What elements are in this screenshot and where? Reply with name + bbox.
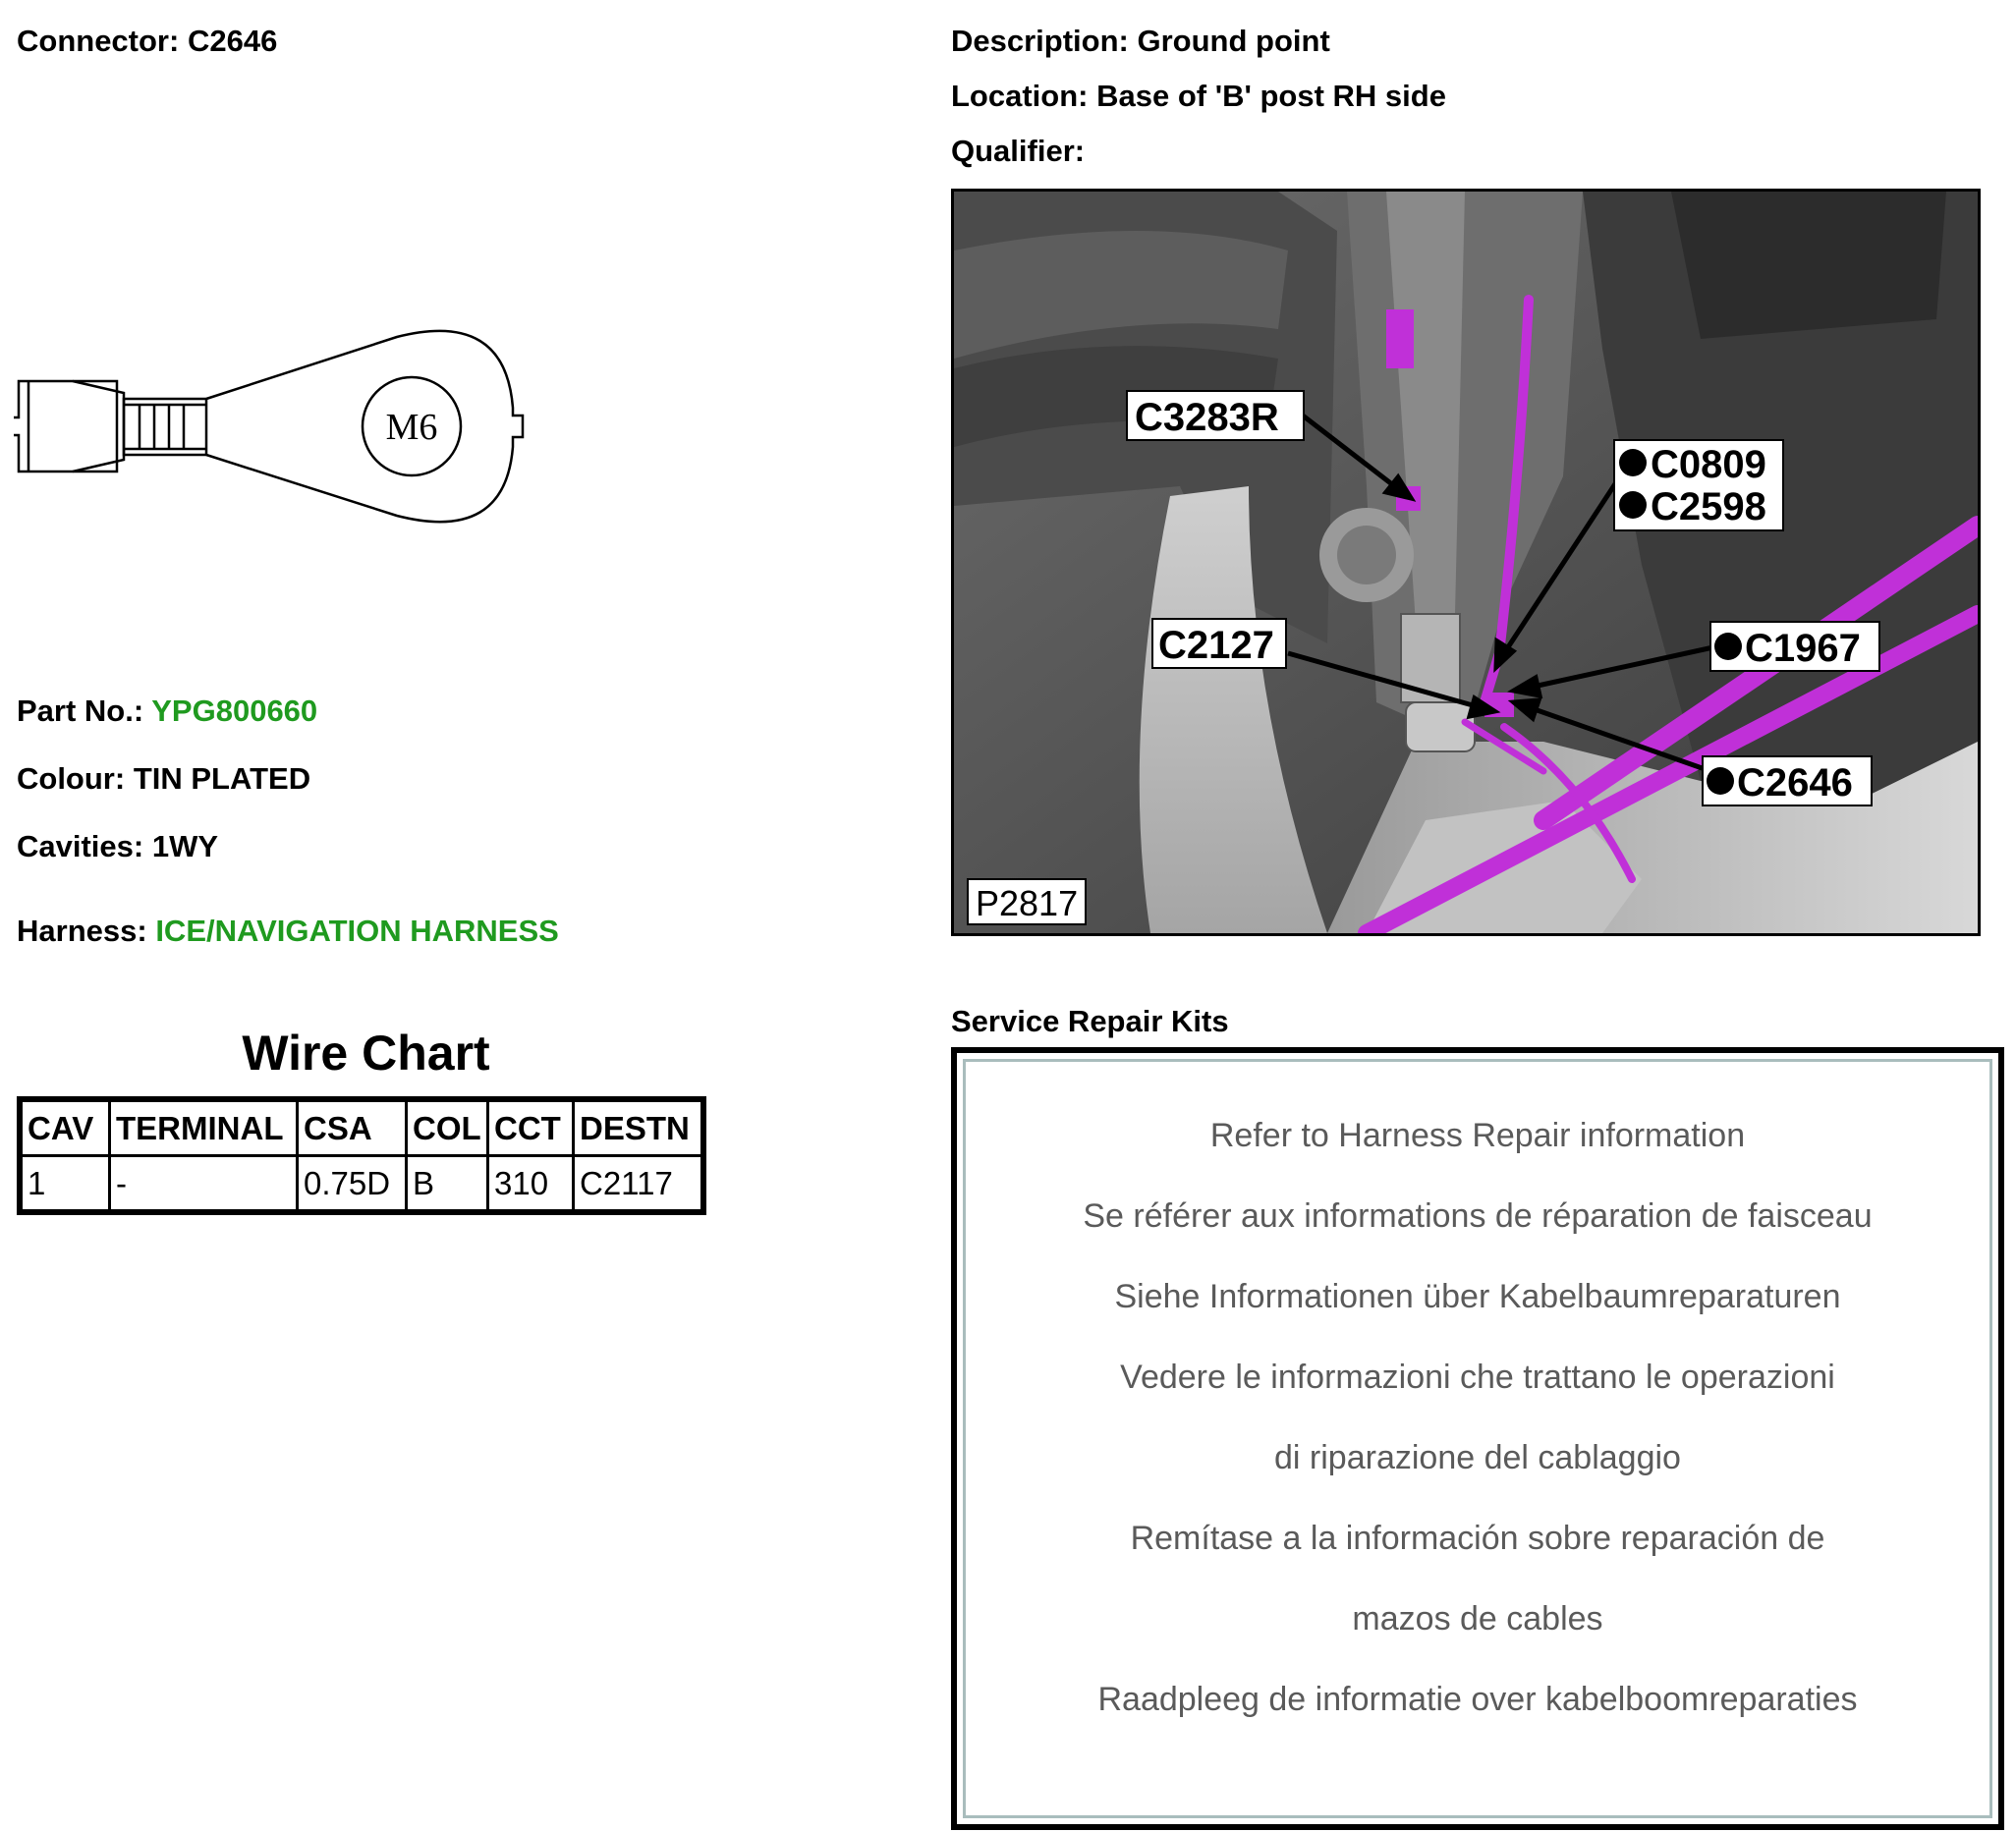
- qualifier-label: Qualifier:: [951, 134, 1086, 168]
- service-repair-kits-box: Refer to Harness Repair information Se r…: [951, 1047, 2004, 1830]
- harness-value[interactable]: ICE/NAVIGATION HARNESS: [155, 914, 559, 948]
- srk-line: mazos de cables: [1352, 1600, 1603, 1638]
- colour-field: Colour: TIN PLATED: [17, 761, 310, 797]
- srk-line: Refer to Harness Repair information: [1209, 1117, 1746, 1154]
- bolt-size-text: M6: [386, 407, 438, 448]
- callout-c2127: C2127: [1158, 624, 1274, 667]
- service-repair-kits-title: Service Repair Kits: [951, 1004, 1229, 1038]
- cell-cct: 310: [486, 1154, 575, 1214]
- header-destn: DESTN: [572, 1097, 705, 1157]
- cavities-field: Cavities: 1WY: [17, 829, 218, 864]
- location-value: Base of 'B' post RH side: [1096, 79, 1446, 113]
- srk-line: Raadpleeg de informatie over kabelboomre…: [1097, 1681, 1858, 1718]
- srk-line: Siehe Informationen über Kabelbaumrepara…: [1114, 1278, 1841, 1315]
- harness-field: Harness: ICE/NAVIGATION HARNESS: [17, 914, 559, 949]
- cavities-value: 1WY: [151, 829, 219, 863]
- bullet-icon: [1619, 491, 1647, 519]
- cell-col: B: [405, 1154, 489, 1214]
- srk-line: Vedere le informazioni che trattano le o…: [1120, 1359, 1835, 1396]
- bullet-icon: [1714, 633, 1742, 660]
- cavities-label: Cavities:: [17, 829, 144, 863]
- header-cav: CAV: [18, 1097, 111, 1157]
- connector-value: C2646: [187, 24, 278, 58]
- location-label: Location:: [951, 79, 1089, 113]
- srk-line: Remítase a la información sobre reparaci…: [1130, 1520, 1825, 1557]
- header-col: COL: [405, 1097, 489, 1157]
- cell-terminal: -: [108, 1154, 299, 1214]
- cell-csa: 0.75D: [296, 1154, 408, 1214]
- part-no-field: Part No.: YPG800660: [17, 694, 317, 729]
- header-terminal: TERMINAL: [108, 1097, 299, 1157]
- srk-line: Se référer aux informations de réparatio…: [1083, 1197, 1873, 1235]
- callout-c0809: C0809: [1651, 443, 1766, 486]
- bullet-icon: [1619, 449, 1647, 476]
- photo-illustration: C3283R C0809 C2598 C2127 C1967 C2646 P28…: [954, 192, 1978, 933]
- cell-cav: 1: [18, 1154, 111, 1214]
- callout-c2646: C2646: [1737, 761, 1853, 805]
- location-photo: C3283R C0809 C2598 C2127 C1967 C2646 P28…: [951, 189, 1981, 936]
- colour-value: TIN PLATED: [133, 761, 311, 796]
- qualifier-field: Qualifier:: [951, 134, 1085, 169]
- description-value: Ground point: [1137, 24, 1330, 58]
- service-repair-kits-inner: Refer to Harness Repair information Se r…: [963, 1059, 1992, 1818]
- connector-label: Connector:: [17, 24, 180, 58]
- header-cct: CCT: [486, 1097, 575, 1157]
- table-row: 1 - 0.75D B 310 C2117: [18, 1154, 705, 1214]
- callout-c2598: C2598: [1651, 485, 1766, 528]
- colour-label: Colour:: [17, 761, 126, 796]
- description-field: Description: Ground point: [951, 24, 1330, 59]
- cell-destn: C2117: [572, 1154, 705, 1214]
- wire-chart-header-row: CAV TERMINAL CSA COL CCT DESTN: [18, 1097, 705, 1157]
- wire-chart-title: Wire Chart: [242, 1026, 490, 1081]
- part-no-label: Part No.:: [17, 694, 144, 728]
- ring-terminal-drawing: M6: [14, 329, 525, 524]
- photo-ref: P2817: [976, 883, 1078, 923]
- bullet-icon: [1707, 767, 1734, 795]
- harness-label: Harness:: [17, 914, 147, 948]
- description-label: Description:: [951, 24, 1129, 58]
- header-csa: CSA: [296, 1097, 408, 1157]
- srk-line: di riparazione del cablaggio: [1274, 1439, 1681, 1476]
- wire-chart-table: CAV TERMINAL CSA COL CCT DESTN 1 - 0.75D…: [17, 1096, 706, 1215]
- connector-field: Connector: C2646: [17, 24, 277, 59]
- callout-c1967: C1967: [1745, 627, 1861, 670]
- location-field: Location: Base of 'B' post RH side: [951, 79, 1446, 114]
- part-no-value[interactable]: YPG800660: [151, 694, 318, 728]
- callout-c3283r: C3283R: [1135, 396, 1279, 439]
